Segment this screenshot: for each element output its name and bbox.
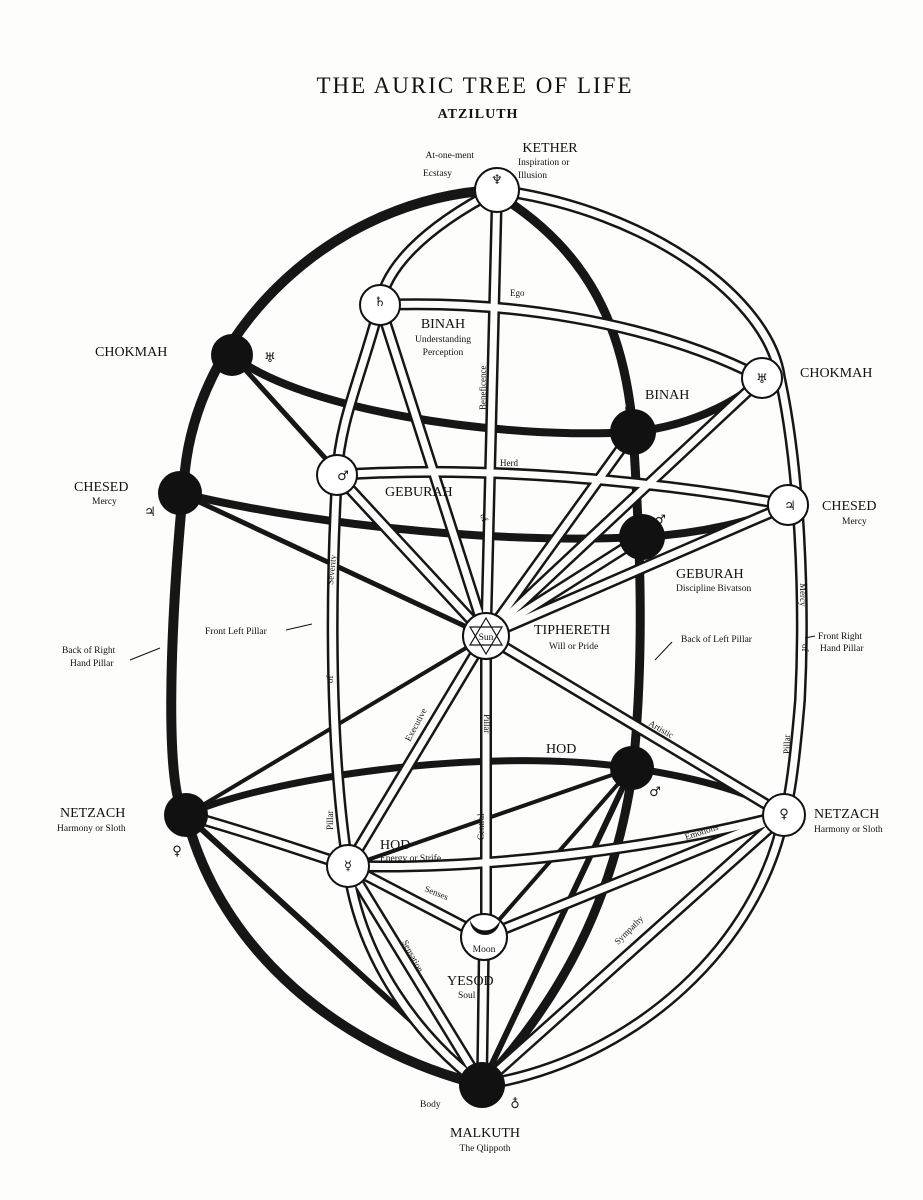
saturn-icon: ♄ — [374, 295, 386, 310]
front-right-pillar-label-1: Front Right — [818, 632, 862, 642]
tiphereth-inner-label: Sun — [479, 633, 494, 643]
arrow-icon — [804, 635, 816, 639]
binah-front-label: BINAH — [421, 317, 465, 332]
arrow-icon — [129, 647, 161, 661]
kether-left-caption-1: At-one-ment — [425, 151, 474, 161]
path-label-of-left: of — [325, 676, 335, 684]
node-chesed-front — [767, 484, 809, 526]
path-label-ego: Ego — [510, 288, 525, 298]
node-binah-front — [359, 284, 401, 326]
venus-icon: ♀ — [172, 844, 182, 859]
node-binah-back — [610, 409, 656, 455]
hod-front-label: HOD — [380, 838, 410, 853]
path-label-central: Central — [476, 813, 486, 840]
node-chokmah-back — [211, 334, 253, 376]
node-geburah-back — [619, 514, 665, 560]
pillar-callouts: Back of Right Hand Pillar Front Left Pil… — [62, 623, 864, 669]
path-label-mercy: Mercy — [798, 583, 808, 607]
mars-icon: ♂ — [649, 785, 661, 800]
node-netzach-front — [762, 793, 806, 837]
uranus-icon: ♅ — [264, 351, 276, 366]
kether-caption-2: Illusion — [518, 171, 547, 181]
binah-front-caption-2: Perception — [423, 348, 464, 358]
node-hod-back — [610, 746, 654, 790]
path-label-pillar-right: Pillar — [782, 734, 792, 754]
node-chokmah-front — [741, 357, 783, 399]
hexagram-icon — [468, 616, 504, 656]
venus-icon: ♀ — [779, 807, 789, 822]
path-label-pillar-center: Pillar — [482, 714, 492, 734]
netzach-front-caption: Harmony or Sloth — [814, 825, 883, 835]
node-chesed-back — [158, 471, 202, 515]
chesed-front-label: CHESED — [822, 499, 876, 514]
path-label-pillar-left: Pillar — [325, 810, 335, 830]
node-netzach-back — [164, 793, 208, 837]
arrow-icon — [654, 641, 673, 661]
netzach-front-label: NETZACH — [814, 807, 879, 822]
path-label-of-right: of — [800, 644, 810, 652]
back-right-pillar-label-1: Back of Right — [62, 645, 116, 656]
front-sephiroth — [316, 167, 809, 961]
mars-icon: ♂ — [337, 469, 349, 484]
hod-front-caption: Energy or Strife — [380, 853, 441, 864]
uranus-icon: ♅ — [756, 372, 768, 387]
node-geburah-front — [316, 454, 358, 496]
chesed-front-caption: Mercy — [842, 517, 867, 527]
malkuth-label: MALKUTH — [450, 1126, 520, 1141]
netzach-back-label: NETZACH — [60, 806, 125, 821]
jupiter-icon: ♃ — [784, 499, 796, 514]
node-tiphereth — [462, 612, 510, 660]
path-label-severity: Severity — [325, 554, 338, 585]
kether-left-caption-2: Ecstasy — [423, 169, 452, 179]
arrow-icon — [285, 623, 313, 631]
crescent-moon-icon — [470, 920, 500, 935]
path-label-senses: Senses — [423, 884, 450, 903]
node-kether — [474, 167, 520, 213]
yesod-caption: Soul — [458, 991, 476, 1001]
malkuth-caption: The Qlippoth — [460, 1144, 511, 1154]
path-label-beneficence: Beneficence — [478, 366, 488, 410]
tiphereth-caption: Will or Pride — [549, 642, 598, 652]
saturn-icon: ♄ — [622, 405, 634, 420]
chokmah-back-label: CHOKMAH — [95, 345, 167, 360]
malkuth-left-caption: Body — [420, 1100, 441, 1110]
tiphereth-label: TIPHERETH — [534, 623, 610, 638]
jupiter-icon: ♃ — [144, 505, 156, 520]
front-right-pillar-label-2: Hand Pillar — [820, 644, 864, 654]
back-sephiroth — [158, 334, 665, 1108]
diagram-title: THE AURIC TREE OF LIFE — [316, 73, 633, 98]
yesod-label: YESOD — [447, 974, 494, 989]
chesed-back-label: CHESED — [74, 480, 128, 495]
binah-front-caption-1: Understanding — [415, 335, 471, 345]
diagram-subtitle: ATZILUTH — [438, 107, 519, 122]
back-right-pillar-label-2: Hand Pillar — [70, 659, 114, 669]
node-malkuth — [459, 1062, 505, 1108]
mercury-icon: ☿ — [344, 859, 352, 874]
kether-label: KETHER — [522, 141, 578, 156]
chesed-back-caption: Mercy — [92, 497, 117, 507]
front-structure — [180, 184, 808, 1091]
node-hod-front — [326, 844, 370, 888]
front-left-pillar-label: Front Left Pillar — [205, 626, 268, 637]
yesod-inner-label: Moon — [473, 945, 496, 955]
hod-back-label: HOD — [546, 742, 576, 757]
neptune-icon: ♆ — [491, 173, 503, 188]
geburah-back-caption: Discipline Bivatson — [676, 584, 751, 594]
binah-back-label: BINAH — [645, 388, 689, 403]
kether-caption-1: Inspiration or — [518, 158, 570, 168]
back-left-pillar-label: Back of Left Pillar — [681, 634, 753, 645]
mars-icon: ♂ — [654, 513, 666, 528]
chokmah-front-label: CHOKMAH — [800, 366, 872, 381]
path-label-herd: Herd — [500, 458, 518, 468]
geburah-back-label: GEBURAH — [676, 567, 744, 582]
path-label-of-center: of — [478, 512, 490, 522]
earth-icon: ♁ — [510, 1097, 520, 1112]
geburah-front-label: GEBURAH — [385, 485, 453, 500]
netzach-back-caption: Harmony or Sloth — [57, 824, 126, 834]
